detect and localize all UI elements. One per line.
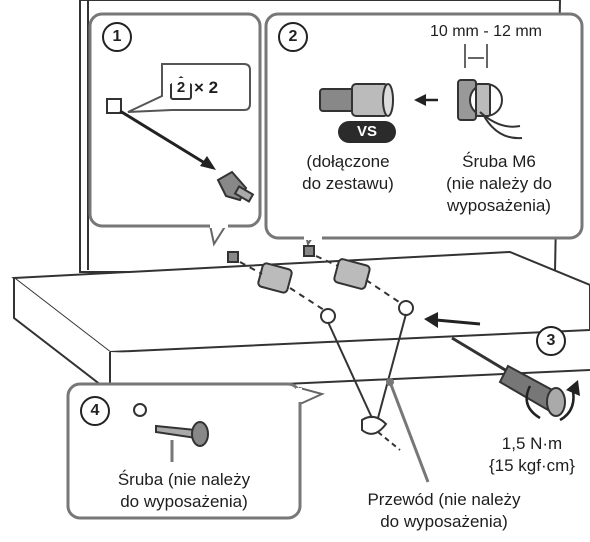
table: [14, 252, 590, 392]
quantity-text: × 2: [194, 78, 218, 98]
quantity-digit: 2: [177, 79, 185, 96]
step-1-number: 1: [102, 22, 132, 52]
step-2-number: 2: [278, 22, 308, 52]
spacer-icon: [320, 84, 393, 116]
dimension-label: 10 mm - 12 mm: [396, 22, 576, 42]
cable-label-1: Przewód (nie należy: [352, 490, 536, 510]
cable-label-2: do wyposażenia): [352, 512, 536, 532]
wood-screw-label-1: Śruba (nie należy: [70, 470, 298, 490]
torque-value-kgf: {15 kgf·cm}: [480, 456, 584, 476]
cable-pointer: [386, 378, 428, 482]
vs-badge: VS: [338, 121, 396, 143]
included-line-1: (dołączone: [278, 152, 418, 172]
screw-m6-note-2: wyposażenia): [420, 196, 578, 216]
step-3-number: 3: [536, 326, 566, 356]
screw-m6-note-1: (nie należy do: [420, 174, 578, 194]
step-4-number: 4: [80, 396, 110, 426]
torque-value: 1,5 N·m: [480, 434, 584, 454]
wood-screw-label-2: do wyposażenia): [70, 492, 298, 512]
included-line-2: do zestawu): [278, 174, 418, 194]
screw-m6-label: Śruba M6: [420, 152, 578, 172]
